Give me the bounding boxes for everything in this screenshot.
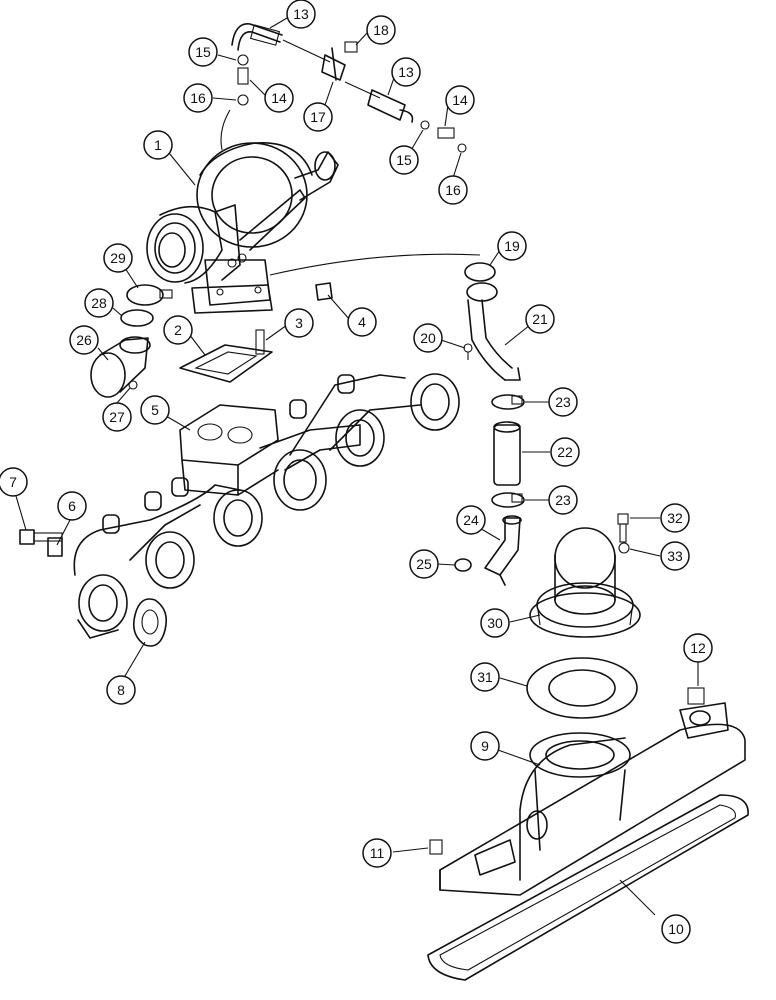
svg-text:15: 15 <box>195 44 211 60</box>
callout-9: 9 <box>470 731 500 761</box>
callout-4: 4 <box>347 307 377 337</box>
oil-drain-tube <box>269 253 521 381</box>
svg-text:6: 6 <box>68 498 76 514</box>
callout-1: 1 <box>143 130 173 160</box>
exhaust-outlet-elbow <box>529 527 641 638</box>
svg-text:13: 13 <box>293 6 309 22</box>
svg-text:21: 21 <box>532 311 548 327</box>
callout-32: 32 <box>660 503 690 533</box>
svg-text:27: 27 <box>109 409 125 425</box>
callout-15-left: 15 <box>188 37 218 67</box>
svg-text:8: 8 <box>117 682 125 698</box>
svg-text:29: 29 <box>110 250 126 266</box>
svg-text:20: 20 <box>420 330 436 346</box>
callout-24: 24 <box>456 505 486 535</box>
callout-22: 22 <box>550 437 580 467</box>
callout-13-top: 13 <box>286 0 316 29</box>
inlet-elbow <box>90 284 173 398</box>
svg-text:13: 13 <box>398 64 414 80</box>
callout-19: 19 <box>497 231 527 261</box>
hose-and-clamps <box>491 394 525 508</box>
svg-text:5: 5 <box>151 402 159 418</box>
callout-6: 6 <box>57 491 87 521</box>
callout-13-right: 13 <box>391 57 421 87</box>
callout-8: 8 <box>106 675 136 705</box>
svg-text:12: 12 <box>690 640 706 656</box>
svg-text:14: 14 <box>452 92 468 108</box>
callout-25: 25 <box>409 549 439 579</box>
svg-text:11: 11 <box>370 845 385 861</box>
callout-18: 18 <box>366 15 396 45</box>
callout-7: 7 <box>0 467 28 497</box>
callout-12: 12 <box>683 633 713 663</box>
callout-17: 17 <box>303 102 333 132</box>
callout-14-left: 14 <box>264 83 294 113</box>
callout-16-right: 16 <box>438 175 468 205</box>
callout-23-top: 23 <box>548 387 578 417</box>
callout-2: 2 <box>163 315 193 345</box>
svg-text:19: 19 <box>504 238 520 254</box>
callout-10: 10 <box>661 914 691 944</box>
callout-33: 33 <box>660 541 690 571</box>
callout-21: 21 <box>525 304 555 334</box>
callout-23-bottom: 23 <box>548 485 578 515</box>
callout-15-right: 15 <box>389 145 419 175</box>
callout-30: 30 <box>480 608 510 638</box>
oil-supply-line <box>220 23 467 153</box>
svg-text:33: 33 <box>667 548 683 564</box>
callout-5: 5 <box>140 395 170 425</box>
bolt-and-washer <box>617 513 630 554</box>
svg-text:31: 31 <box>477 669 493 685</box>
svg-text:17: 17 <box>310 109 326 125</box>
callout-28: 28 <box>84 288 114 318</box>
manifold-bolt <box>19 529 63 557</box>
svg-text:26: 26 <box>76 332 92 348</box>
svg-text:3: 3 <box>295 315 303 331</box>
callout-31: 31 <box>470 662 500 692</box>
svg-text:32: 32 <box>667 510 683 526</box>
svg-text:30: 30 <box>487 615 503 631</box>
svg-text:23: 23 <box>555 492 571 508</box>
exhaust-manifold-base <box>427 687 749 981</box>
callout-16-left: 16 <box>183 83 213 113</box>
leader-lines <box>15 17 699 916</box>
callout-26: 26 <box>69 325 99 355</box>
callout-3: 3 <box>284 308 314 338</box>
turbocharger <box>146 142 339 314</box>
svg-text:23: 23 <box>555 394 571 410</box>
svg-text:1: 1 <box>154 137 162 153</box>
svg-text:22: 22 <box>557 444 573 460</box>
svg-text:18: 18 <box>373 22 389 38</box>
manifold-gasket <box>132 598 168 647</box>
svg-text:24: 24 <box>463 512 479 528</box>
svg-text:25: 25 <box>416 556 432 572</box>
svg-text:14: 14 <box>271 90 287 106</box>
turbo-gasket <box>179 282 333 383</box>
exhaust-manifold <box>73 373 460 639</box>
callout-27: 27 <box>102 402 132 432</box>
svg-text:4: 4 <box>358 314 366 330</box>
elbow-fitting <box>454 515 522 586</box>
svg-text:10: 10 <box>668 921 684 937</box>
svg-text:2: 2 <box>174 322 182 338</box>
svg-text:15: 15 <box>396 152 412 168</box>
svg-text:16: 16 <box>190 90 206 106</box>
callout-20: 20 <box>413 323 443 353</box>
svg-text:28: 28 <box>91 295 107 311</box>
svg-text:16: 16 <box>445 182 461 198</box>
callout-29: 29 <box>103 243 133 273</box>
callout-14-right: 14 <box>445 85 475 115</box>
svg-text:7: 7 <box>9 474 17 490</box>
callout-11: 11 <box>362 838 392 868</box>
elbow-gasket <box>526 657 638 719</box>
svg-text:9: 9 <box>481 738 489 754</box>
